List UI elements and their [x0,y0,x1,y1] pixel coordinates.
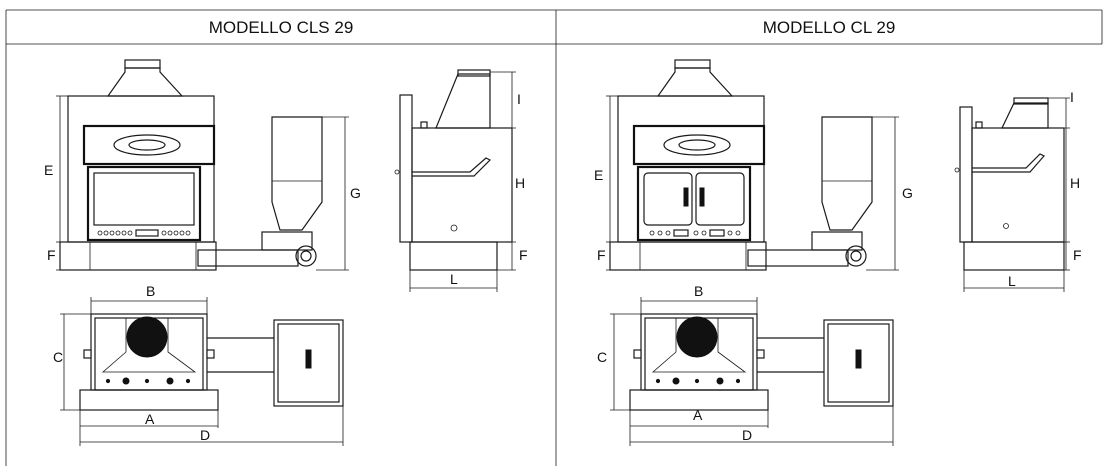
base-plinth [59,241,217,271]
oval-inner [128,139,166,151]
label-A: A [145,411,155,427]
label-D: D [742,427,752,443]
label-C: C [597,349,607,365]
auger-pipe [197,249,299,267]
auger-motor [295,245,317,267]
cls29-panel: E F G I [44,59,528,446]
cl29-side-view: I H F L [954,89,1082,292]
header-table: MODELLO CLS 29 MODELLO CL 29 [5,9,1103,466]
top-hopper [273,319,344,407]
label-F-side: F [519,247,528,263]
cls29-side-view: I H F L [394,69,528,292]
hood-top [124,59,161,69]
label-B: B [694,283,703,299]
vent-holes-row [97,229,191,237]
cls29-front-view: E F G [44,59,361,271]
label-C: C [53,349,63,365]
side-flue [435,73,491,129]
label-F-side: F [1073,247,1082,263]
fire-door-glass [93,172,195,226]
cls29-top-view: B C A [53,283,344,446]
label-L: L [1008,273,1016,289]
label-G: G [350,185,361,201]
label-L: L [450,271,458,287]
label-B: B [146,283,155,299]
vent-holes-row [649,229,741,237]
upper-panel [82,124,216,166]
label-F-front: F [597,247,606,263]
cl29-front-view: E F G [594,59,913,271]
label-H: H [1070,175,1080,191]
auger-housing [261,231,313,251]
label-I: I [517,91,521,107]
fire-door-frame [86,165,202,242]
top-base [79,389,219,411]
model-title-cl29: MODELLO CL 29 [763,18,896,37]
label-H: H [515,175,525,191]
cl29-top-view: B C A D [597,283,894,446]
label-G: G [902,185,913,201]
flue-hood [106,67,184,97]
fireplace-body [67,95,215,243]
label-F-front: F [47,247,56,263]
label-I: I [1070,89,1074,105]
oval-outer [113,134,181,156]
door-right [695,172,745,226]
label-E: E [594,167,603,183]
side-base [409,241,498,271]
door-left [643,172,693,226]
side-front-plate [399,94,413,243]
side-hopper-arm [412,157,492,177]
side-body [411,127,513,243]
label-E: E [44,162,53,178]
cl29-panel: E F G I H F [594,59,1082,446]
flue-circle [126,316,168,358]
double-door-frame [636,165,752,242]
label-D: D [200,427,210,443]
model-title-cls29: MODELLO CLS 29 [209,18,354,37]
label-A: A [693,407,703,423]
pellet-hopper [271,116,323,231]
